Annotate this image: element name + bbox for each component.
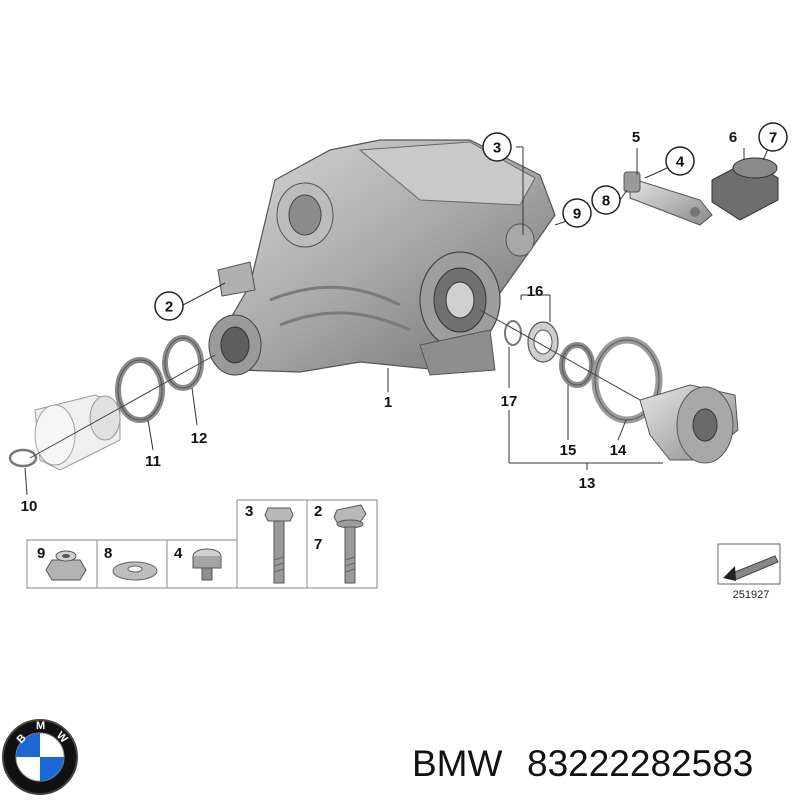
leader-lines — [24, 144, 771, 496]
label-13: 13 — [579, 475, 596, 492]
arrow-icon — [723, 566, 736, 581]
svg-text:9: 9 — [573, 206, 581, 223]
differential-housing — [208, 139, 556, 376]
callout-8: 8 — [591, 185, 621, 215]
legend-label-8: 8 — [104, 545, 112, 562]
callout-7: 7 — [758, 122, 788, 152]
legend-label-7: 7 — [314, 536, 322, 553]
label-17: 17 — [501, 393, 518, 410]
bmw-logo: B M W — [2, 719, 78, 795]
view-direction-box: 251927 — [717, 543, 781, 601]
logo-text-m: M — [36, 720, 45, 732]
footer-part-number: 83222282583 — [527, 743, 753, 784]
legend-label-2: 2 — [314, 503, 322, 520]
legend-label-4: 4 — [174, 545, 183, 562]
label-16: 16 — [527, 283, 544, 300]
label-10: 10 — [21, 498, 38, 515]
label-6: 6 — [729, 129, 737, 146]
washer-icon — [112, 561, 158, 581]
legend-label-9: 9 — [37, 545, 45, 562]
callout-4: 4 — [665, 146, 695, 176]
diagram-code: 251927 — [733, 589, 770, 601]
collar-nut-icon — [192, 548, 222, 581]
label-5: 5 — [632, 129, 640, 146]
svg-text:8: 8 — [602, 193, 610, 210]
fastener-legend: 9 8 4 3 2 7 — [26, 499, 378, 589]
svg-text:4: 4 — [676, 154, 685, 171]
svg-text:3: 3 — [493, 140, 501, 157]
label-1: 1 — [384, 394, 392, 411]
callout-3: 3 — [482, 132, 512, 162]
footer-brand: BMW — [412, 743, 503, 784]
rubber-mount — [711, 157, 779, 221]
label-15: 15 — [560, 442, 577, 459]
callout-2: 2 — [154, 291, 184, 321]
svg-text:2: 2 — [165, 299, 173, 316]
svg-text:7: 7 — [769, 130, 777, 147]
flange-bolt-icon — [333, 504, 367, 584]
label-11: 11 — [145, 453, 161, 470]
legend-label-3: 3 — [245, 503, 253, 520]
label-12: 12 — [191, 430, 208, 447]
callout-9: 9 — [562, 198, 592, 228]
left-parts — [8, 335, 216, 471]
right-parts — [479, 309, 739, 464]
bolt-icon — [264, 507, 294, 584]
mounting-bracket — [623, 171, 713, 226]
label-14: 14 — [610, 442, 627, 459]
nut-icon — [45, 550, 87, 581]
